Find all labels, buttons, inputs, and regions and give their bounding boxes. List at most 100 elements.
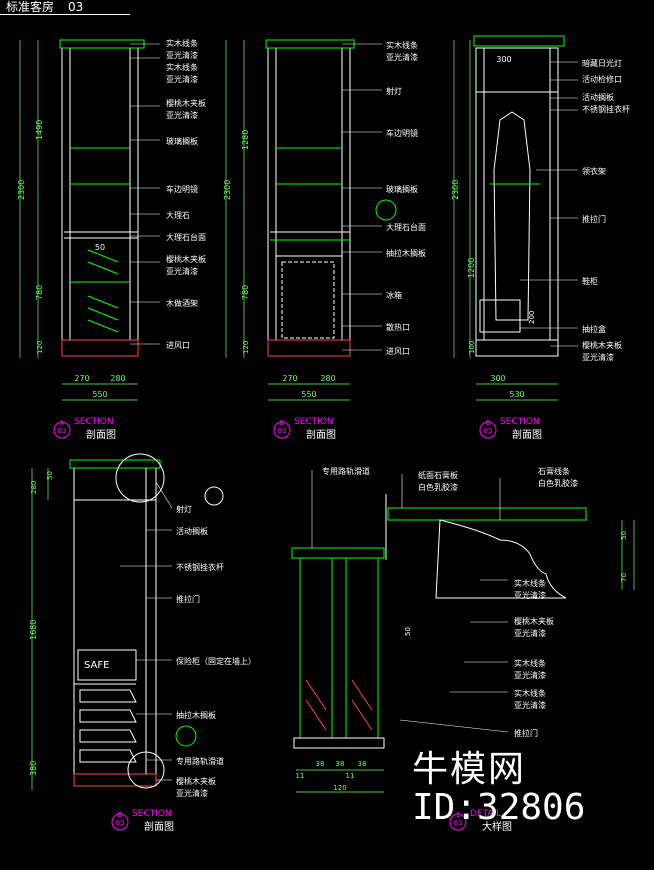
dim-d-small: 50 xyxy=(46,471,54,480)
note-c-7: 抽拉盒 xyxy=(582,324,606,334)
leader-lines xyxy=(120,43,578,781)
note-b-6: 抽拉木搁板 xyxy=(386,248,426,258)
note-b-8: 散热口 xyxy=(386,322,410,332)
section-2-cn: 剖面图 xyxy=(512,428,542,441)
note-d-5: 抽拉木搁板 xyxy=(176,710,216,720)
note-detail-4: 白色乳胶漆 xyxy=(538,478,578,488)
note-c-1: 活动检修口 xyxy=(582,74,622,84)
note-d-7: 樱桃木夹板 xyxy=(176,776,216,786)
section-4-cn: 大样图 xyxy=(482,820,512,833)
note-a-7: 车边明镜 xyxy=(166,184,198,194)
watermark-brand: 牛模网 xyxy=(412,749,527,790)
dim-e-b1: 11 xyxy=(296,772,305,780)
drawing-title: 标准客房 03 xyxy=(6,0,83,14)
note-b-2: 射灯 xyxy=(386,86,402,96)
note-d-0: 射灯 xyxy=(176,504,192,514)
note-a-11: 亚光清漆 xyxy=(166,266,198,276)
section-4-id: 1 xyxy=(456,811,460,819)
note-c-2: 活动搁板 xyxy=(582,92,614,102)
note-b-1: 亚光清漆 xyxy=(386,52,418,62)
dim-a-total: 550 xyxy=(92,390,107,399)
dim-e-50b: 50 xyxy=(404,627,412,636)
note-detail-3: 石膏线条 xyxy=(538,466,570,476)
dim-c-total: 530 xyxy=(509,390,524,399)
dim-a-w1: 270 xyxy=(74,374,89,383)
section-3-id: D xyxy=(117,811,122,819)
section-d-cabinet xyxy=(69,459,161,787)
note-d-3: 推拉门 xyxy=(176,594,200,604)
note-c-5: 推拉门 xyxy=(582,214,606,224)
section-1-en: SECTION xyxy=(294,417,334,427)
note-a-2: 实木线条 xyxy=(166,62,198,72)
dim-b-w2: 280 xyxy=(320,374,335,383)
note-detail-10: 亚光清漆 xyxy=(514,670,546,680)
note-d-4: 保险柜（固定在墙上） xyxy=(176,656,256,666)
section-1-sheet: 03 xyxy=(278,427,287,435)
drawing-title-text: 标准客房 xyxy=(6,0,55,14)
note-detail-5: 实木线条 xyxy=(514,578,546,588)
dim-a-upper: 1490 xyxy=(35,120,44,140)
dim-e-total: 120 xyxy=(333,784,346,792)
drawing-texts: 实木线条亚光清漆实木线条亚光清漆樱桃木夹板亚光清漆玻璃搁板车边明镜大理石大理石台… xyxy=(17,38,630,833)
note-d-1: 活动搁板 xyxy=(176,526,208,536)
note-detail-0: 专用路轨滑道 xyxy=(322,466,370,476)
note-a-6: 玻璃搁板 xyxy=(166,136,198,146)
dim-e-b2: 38 xyxy=(316,760,325,768)
dim-c-shoe: 200 xyxy=(528,311,536,324)
dim-d-base: 380 xyxy=(29,761,38,776)
note-d-2: 不锈钢挂衣杆 xyxy=(176,562,224,572)
dim-c-top: 300 xyxy=(496,55,511,64)
dim-b-base: 120 xyxy=(242,341,250,354)
note-c-9: 亚光清漆 xyxy=(582,352,614,362)
dim-d-top: 280 xyxy=(30,481,38,494)
note-b-9: 进风口 xyxy=(386,347,410,356)
dim-c-height: 2300 xyxy=(451,180,460,200)
note-a-4: 樱桃木夹板 xyxy=(166,98,206,108)
section-a-cabinet xyxy=(59,39,145,357)
note-d-8: 亚光清漆 xyxy=(176,788,208,798)
section-4-sheet: 03 xyxy=(454,819,463,827)
dim-b-height: 2300 xyxy=(223,180,232,200)
dim-e-b5: 38 xyxy=(358,760,367,768)
dim-b-w1: 270 xyxy=(282,374,297,383)
note-b-5: 大理石台面 xyxy=(386,222,426,232)
title-underline xyxy=(0,14,130,15)
dim-b-upper: 1280 xyxy=(241,130,250,150)
note-detail-6: 亚光清漆 xyxy=(514,590,546,600)
note-detail-9: 实木线条 xyxy=(514,658,546,668)
section-0-cn: 剖面图 xyxy=(86,428,116,441)
note-a-3: 亚光清漆 xyxy=(166,74,198,84)
dim-c-lower: 1200 xyxy=(467,258,476,278)
note-a-12: 木做酒架 xyxy=(166,298,198,308)
safe-label: SAFE xyxy=(84,660,109,671)
note-c-0: 暗藏日光灯 xyxy=(582,58,622,68)
dim-d-mid: 1680 xyxy=(29,620,38,640)
dim-a-height: 2300 xyxy=(17,180,26,200)
watermark-id: ID:32806 xyxy=(412,787,586,828)
note-a-13: 进风口 xyxy=(166,341,190,350)
note-b-0: 实木线条 xyxy=(386,40,418,50)
section-2-sheet: 03 xyxy=(484,427,493,435)
dim-a-base: 120 xyxy=(36,341,44,354)
note-c-8: 樱桃木夹板 xyxy=(582,340,622,350)
dim-a-w2: 280 xyxy=(110,374,125,383)
dim-e-b3: 38 xyxy=(336,760,345,768)
note-detail-13: 推拉门 xyxy=(514,728,538,738)
section-1-id: B xyxy=(280,419,285,427)
note-a-8: 大理石 xyxy=(166,210,190,220)
dim-e-50: 50 xyxy=(620,531,628,540)
section-4-en: DETAIL xyxy=(470,809,501,819)
section-b-cabinet xyxy=(265,39,355,357)
dim-a-rack: 50 xyxy=(95,243,105,252)
section-2-en: SECTION xyxy=(500,417,540,427)
section-0-en: SECTION xyxy=(74,417,114,427)
section-2-id: C xyxy=(486,419,491,427)
note-a-9: 大理石台面 xyxy=(166,232,206,242)
dimension-lines xyxy=(19,40,635,793)
note-detail-8: 亚光清漆 xyxy=(514,628,546,638)
section-c-cabinet xyxy=(473,35,565,357)
note-detail-7: 樱桃木夹板 xyxy=(514,616,554,626)
note-a-1: 亚光清漆 xyxy=(166,50,198,60)
drawing-number: 03 xyxy=(68,0,84,14)
